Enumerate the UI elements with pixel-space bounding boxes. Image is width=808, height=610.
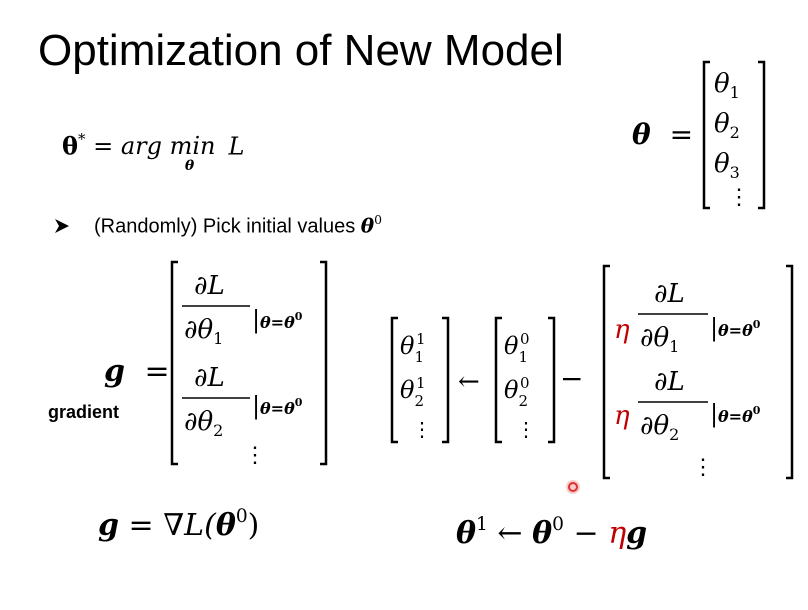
new-theta-1: θ11 (400, 330, 426, 366)
eta-1: η (614, 315, 630, 345)
gradient-vector: ∂L ∂θ1 | θ=θ0 ∂L ∂θ2 | θ=θ0 ⋮ (170, 260, 328, 468)
theta-superscript: 0 (374, 212, 382, 227)
partial-numerator-1: ∂L (654, 279, 685, 309)
right-bracket (758, 60, 766, 210)
nabla-symbol: ∇ (163, 508, 185, 544)
left-arrow: ← (458, 367, 480, 397)
theta-vector-lhs: θ = (632, 118, 693, 151)
eta-symbol: η (608, 516, 627, 552)
page-title: Optimization of New Model (38, 26, 564, 75)
gradient-label: gradient (48, 402, 120, 422)
superscript-0: 0 (552, 514, 564, 535)
equals-sign: = (128, 508, 154, 544)
partial-numerator-2: ∂L (654, 367, 685, 397)
theta-symbol: θ (456, 516, 477, 552)
loss-symbol: L (228, 132, 245, 161)
vdots: ⋮ (412, 417, 432, 441)
old-theta-2: θ20 (504, 374, 530, 410)
partial-denominator-1: ∂θ1 (184, 315, 223, 348)
compact-update: θ1 ← θ0 − ηg (456, 514, 647, 551)
theta-symbol: θ (215, 508, 236, 544)
vdots: ⋮ (516, 417, 536, 441)
left-arrow: ← (497, 516, 523, 552)
objective-equation: θ* = arg min θ L (62, 130, 245, 174)
partial-denominator-2: ∂θ2 (640, 411, 679, 444)
pointer-dot-icon (566, 480, 580, 494)
minus-sign: − (560, 362, 583, 395)
partial-numerator-1: ∂L (194, 271, 225, 301)
star-superscript: * (78, 130, 86, 148)
arrow-bullet-icon (54, 216, 94, 239)
eval-bar-2: | (710, 400, 718, 429)
theta-symbol: θ (360, 213, 375, 238)
theta-2-entry: θ2 (714, 109, 740, 142)
theta-superscript: 0 (235, 506, 248, 527)
theta-star-symbol: θ (62, 131, 79, 161)
bullet-line: (Randomly) Pick initial values θ0 (54, 212, 382, 239)
superscript-1: 1 (476, 514, 488, 535)
partial-numerator-2: ∂L (194, 363, 225, 393)
argmin-subscript: θ (184, 158, 195, 175)
left-bracket (170, 260, 178, 466)
g-symbol: g (98, 508, 119, 544)
equals-sign: = (144, 354, 170, 389)
theta-vector: θ1 θ2 θ3 ⋮ (702, 60, 766, 210)
g-symbol: g (104, 354, 125, 389)
eta-2: η (614, 401, 630, 431)
g-symbol: g (626, 516, 648, 552)
right-bracket (320, 260, 328, 466)
minus-sign: − (573, 516, 599, 552)
new-theta-2: θ21 (400, 374, 426, 410)
eval-condition-1: θ=θ0 (718, 318, 761, 340)
theta-3-entry: θ3 (714, 149, 740, 182)
equals-sign: = (669, 118, 694, 151)
close-paren: ) (247, 508, 260, 544)
vdots: ⋮ (692, 455, 714, 480)
equals-sign: = (93, 132, 114, 161)
bullet-text: (Randomly) Pick initial values (94, 215, 361, 238)
theta-1-entry: θ1 (714, 69, 740, 102)
vdots: ⋮ (728, 185, 750, 210)
loss-open: L( (184, 508, 216, 544)
theta-symbol: θ (532, 516, 553, 552)
eval-bar-1: | (710, 314, 718, 343)
gradient-definition: g = ∇L(θ0) (98, 506, 259, 543)
left-bracket (702, 60, 710, 210)
partial-denominator-1: ∂θ1 (640, 323, 679, 356)
update-equation: θ11 θ21 ⋮ ← θ10 θ20 ⋮ − η ∂L ∂θ1 | θ=θ0 … (390, 264, 794, 480)
eval-bar-1: | (252, 306, 260, 335)
partial-denominator-2: ∂θ2 (184, 407, 223, 440)
vdots: ⋮ (244, 443, 266, 468)
eval-condition-1: θ=θ0 (260, 310, 303, 332)
old-theta-1: θ10 (504, 330, 530, 366)
eval-condition-2: θ=θ0 (260, 396, 303, 418)
eval-condition-2: θ=θ0 (718, 404, 761, 426)
gradient-lhs: g = (104, 354, 170, 389)
eval-bar-2: | (252, 392, 260, 421)
argmin-operator: arg min θ (120, 132, 221, 174)
theta-bold-symbol: θ (632, 118, 651, 151)
argmin-text: arg min (120, 132, 216, 161)
